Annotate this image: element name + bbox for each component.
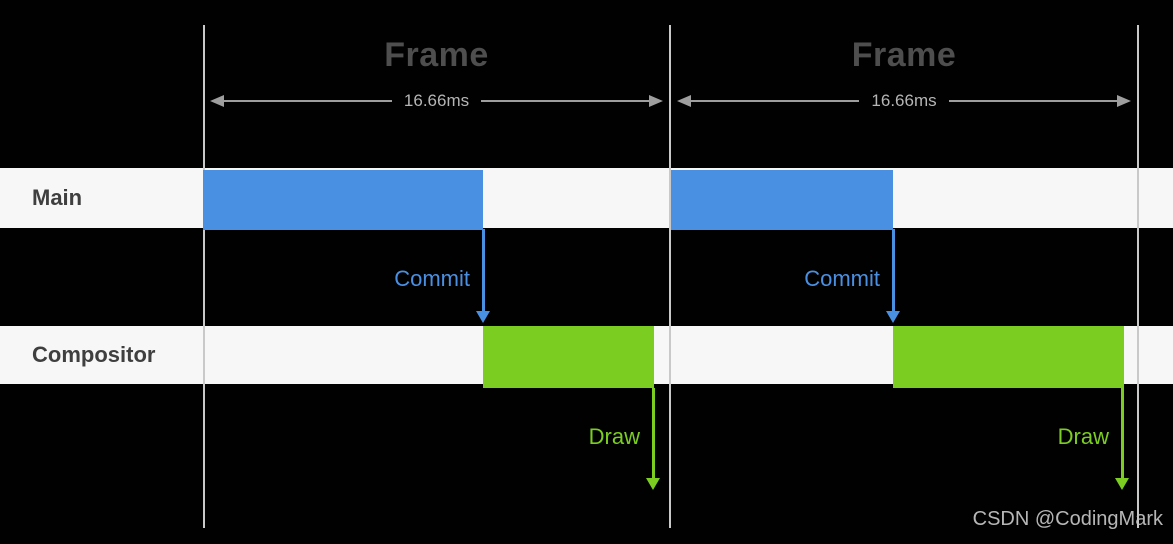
frame-title: Frame — [384, 36, 489, 74]
frame-duration-arrow: 16.66ms — [210, 91, 664, 110]
arrow-line — [224, 100, 392, 102]
main-work-bar-frame-2 — [671, 170, 893, 230]
arrow-line — [691, 100, 860, 102]
compositor-work-bar-frame-1 — [483, 326, 654, 388]
row-label-compositor: Compositor — [32, 342, 156, 367]
frame-boundary-line — [1137, 25, 1139, 528]
draw-label-frame-2: Draw — [1057, 424, 1109, 449]
frame-duration-label: 16.66ms — [871, 91, 937, 110]
draw-arrow-frame-1 — [645, 388, 661, 490]
main-row-band — [0, 168, 1173, 228]
draw-label-frame-1: Draw — [588, 424, 640, 449]
arrow-shaft — [1120, 388, 1124, 478]
compositor-work-bar-frame-2 — [893, 326, 1124, 388]
draw-arrow-frame-2 — [1114, 388, 1130, 490]
arrow-shaft — [891, 229, 895, 311]
frame-duration-arrow: 16.66ms — [677, 91, 1132, 110]
arrowhead-down-icon — [476, 311, 490, 323]
arrowhead-down-icon — [886, 311, 900, 323]
arrow-shaft — [481, 229, 485, 311]
commit-arrow-frame-1 — [475, 229, 491, 323]
arrowhead-left-icon — [677, 95, 691, 107]
commit-label-frame-1: Commit — [394, 266, 470, 291]
arrowhead-down-icon — [1115, 478, 1129, 490]
commit-arrow-frame-2 — [885, 229, 901, 323]
commit-label-frame-2: Commit — [804, 266, 880, 291]
main-work-bar-frame-1 — [203, 170, 483, 230]
arrow-line — [481, 100, 650, 102]
arrowhead-down-icon — [646, 478, 660, 490]
frame-duration-label: 16.66ms — [403, 91, 470, 110]
frame-2-header: Frame 16.66ms — [671, 36, 1137, 110]
arrowhead-right-icon — [649, 95, 664, 107]
arrowhead-right-icon — [1117, 95, 1132, 107]
frame-1-header: Frame 16.66ms — [204, 36, 669, 110]
row-label-main: Main — [32, 185, 83, 210]
frame-title: Frame — [851, 36, 957, 74]
frame-boundary-line — [669, 25, 671, 528]
arrowhead-left-icon — [210, 95, 224, 107]
frame-boundary-line — [203, 25, 205, 528]
watermark: CSDN @CodingMark — [972, 508, 1163, 530]
arrow-line — [948, 100, 1118, 102]
arrow-shaft — [651, 388, 655, 478]
